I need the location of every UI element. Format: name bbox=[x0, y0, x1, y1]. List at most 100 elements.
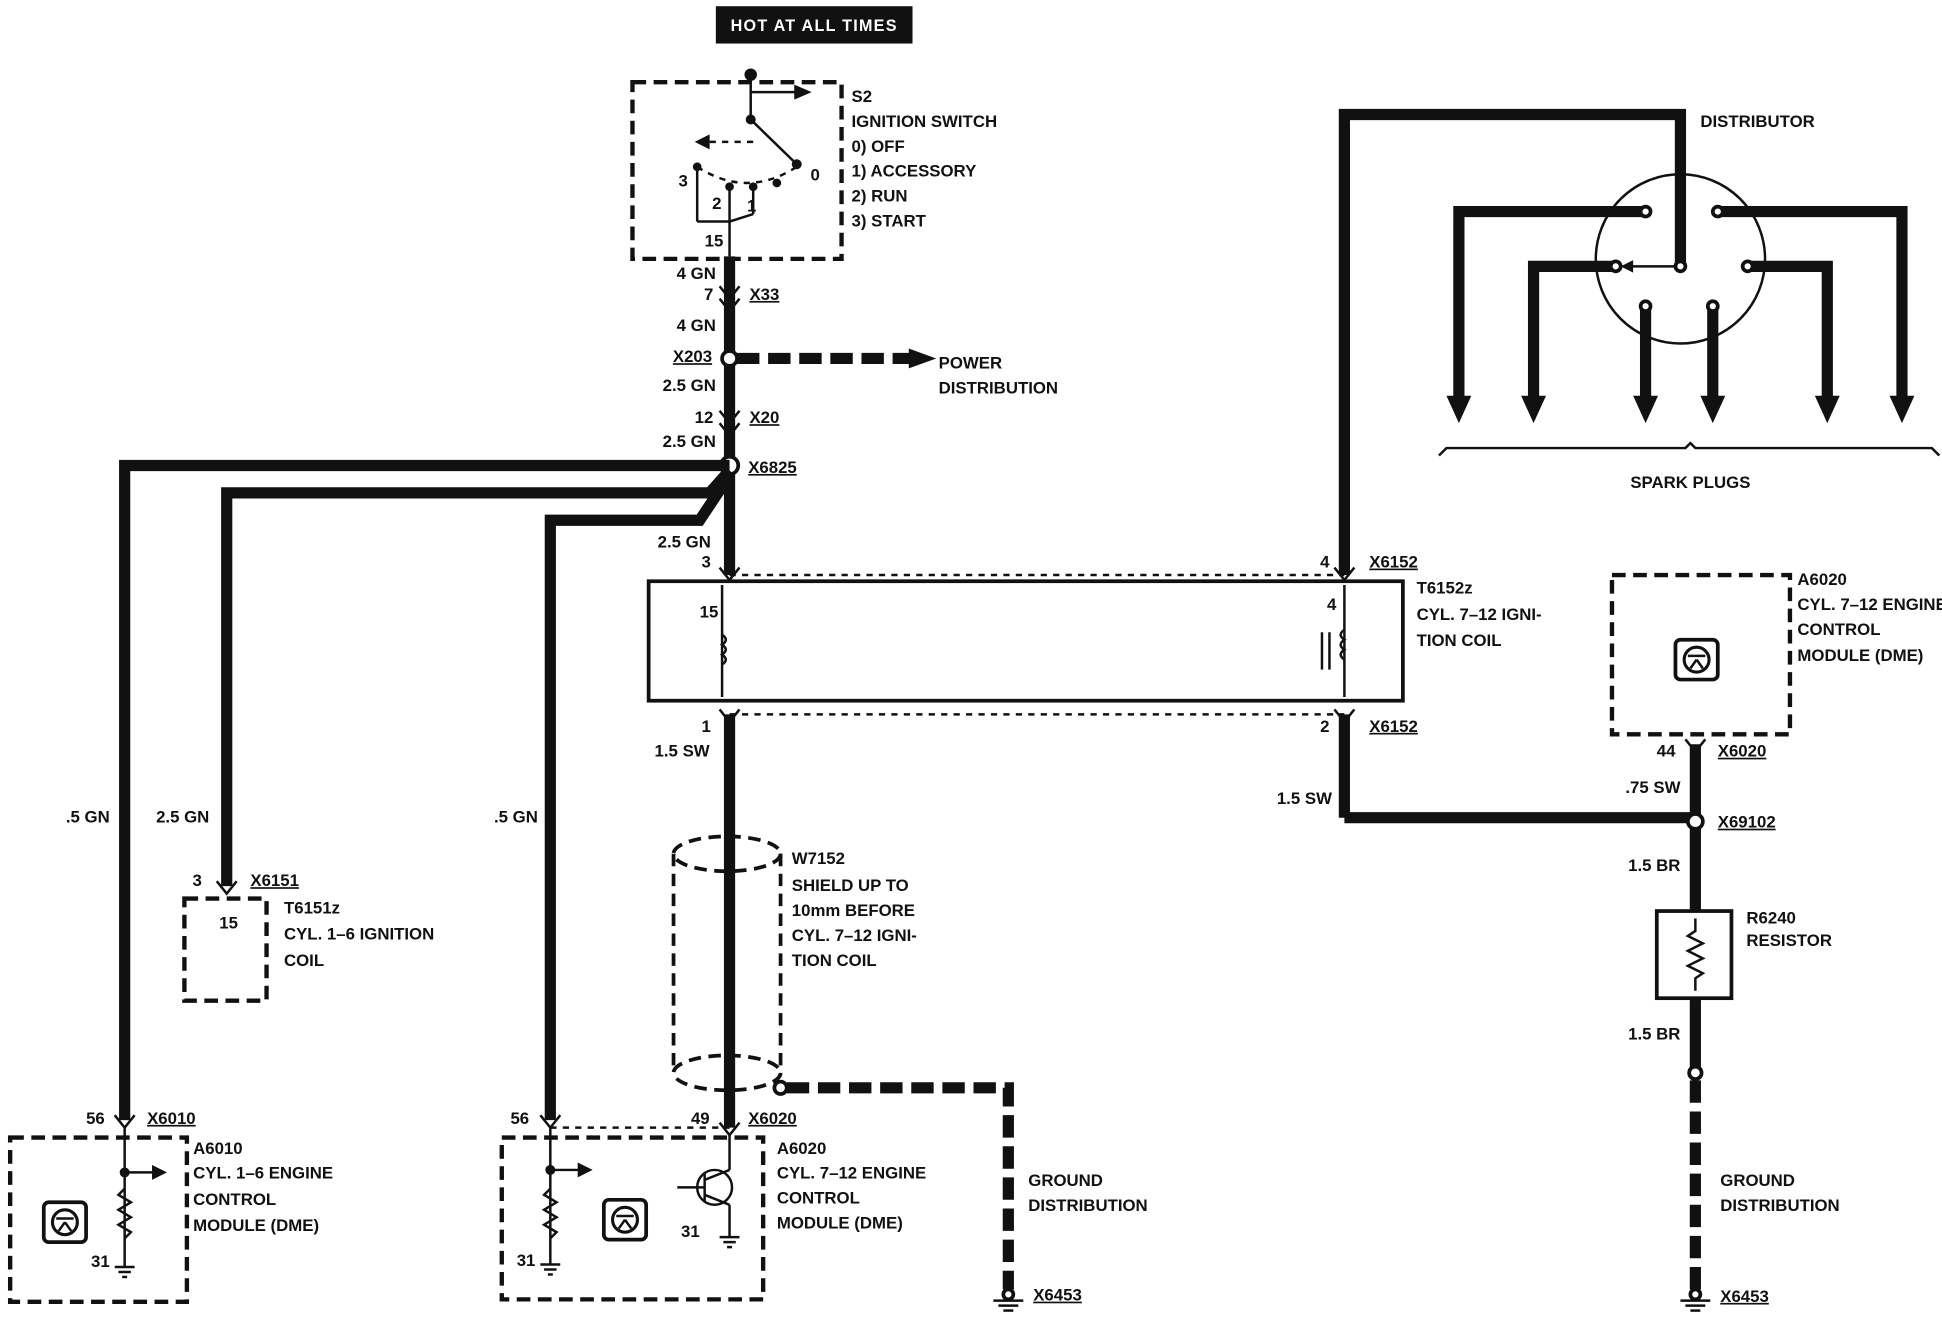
connector-x33: X33 bbox=[749, 285, 779, 304]
connector-x6010: X6010 bbox=[147, 1109, 196, 1128]
coil-1-6-name-1: CYL. 1–6 IGNITION bbox=[284, 925, 434, 944]
coil-7-12-pin-2: 2 bbox=[1320, 717, 1329, 736]
wire-25gn-left: 2.5 GN bbox=[156, 808, 209, 827]
header-text: HOT AT ALL TIMES bbox=[731, 17, 898, 35]
resistor-name: RESISTOR bbox=[1746, 931, 1832, 950]
switch-name: IGNITION SWITCH bbox=[852, 112, 998, 131]
coil-7-12-pin-15: 15 bbox=[700, 602, 719, 621]
header-badge: HOT AT ALL TIMES bbox=[715, 6, 913, 44]
wire-4gn-mid: 4 GN bbox=[677, 316, 716, 335]
power-distribution-label-2: DISTRIBUTION bbox=[939, 378, 1058, 397]
coil-1-6-name-2: COIL bbox=[284, 951, 324, 970]
connector-x20: X20 bbox=[749, 408, 779, 427]
shield-text-4: TION COIL bbox=[792, 951, 877, 970]
switch-contact-3: 3 bbox=[679, 172, 688, 191]
dme-mid-name-3: MODULE (DME) bbox=[777, 1213, 903, 1232]
wire-05gn-left: .5 GN bbox=[66, 808, 110, 827]
coil-1-6 bbox=[182, 880, 269, 1003]
connector-x6020-mid: X6020 bbox=[748, 1109, 797, 1128]
dme-mid-pin-56: 56 bbox=[510, 1109, 529, 1128]
dme-left-name-2: CONTROL bbox=[193, 1190, 276, 1209]
dme-mid-ground-pin-left: 31 bbox=[517, 1251, 536, 1270]
switch-position-run: 2) RUN bbox=[852, 187, 908, 206]
coil-7-12-id: T6152z bbox=[1417, 579, 1473, 598]
wire-25gn-c: 2.5 GN bbox=[658, 533, 711, 552]
coil-7-12-pin-4-top: 4 bbox=[1320, 553, 1330, 572]
power-distribution-label-1: POWER bbox=[939, 353, 1002, 372]
wire-25gn-a: 2.5 GN bbox=[663, 376, 716, 395]
dme-left-pin-56: 56 bbox=[86, 1109, 105, 1128]
shield-id: W7152 bbox=[792, 849, 845, 868]
ground-distribution-mid-2: DISTRIBUTION bbox=[1028, 1196, 1147, 1215]
switch-contact-2: 2 bbox=[712, 194, 721, 213]
dme-mid-ground-pin-right: 31 bbox=[681, 1222, 700, 1241]
splice-x69102: X69102 bbox=[1718, 813, 1776, 832]
coil-7-12-name-1: CYL. 7–12 IGNI- bbox=[1417, 605, 1542, 624]
ground-distribution-right-1: GROUND bbox=[1720, 1171, 1795, 1190]
ground-distribution-mid-1: GROUND bbox=[1028, 1171, 1103, 1190]
dme-right-id: A6020 bbox=[1797, 570, 1847, 589]
wire-15sw-coil-left: 1.5 SW bbox=[655, 742, 710, 761]
wire-075sw: .75 SW bbox=[1625, 778, 1680, 797]
ground-symbol-mid bbox=[993, 1287, 1024, 1312]
distributor-label: DISTRIBUTOR bbox=[1700, 112, 1814, 131]
dme-mid-name-1: CYL. 7–12 ENGINE bbox=[777, 1164, 926, 1183]
wire-4gn-top: 4 GN bbox=[677, 264, 716, 283]
shield-text-2: 10mm BEFORE bbox=[792, 901, 915, 920]
connector-x6152-bottom: X6152 bbox=[1369, 717, 1418, 736]
dme-right-name-3: MODULE (DME) bbox=[1797, 646, 1923, 665]
coil-1-6-id: T6151z bbox=[284, 899, 340, 918]
switch-id: S2 bbox=[852, 87, 873, 106]
switch-position-start: 3) START bbox=[852, 212, 927, 231]
coil-7-12-pin-4-inner: 4 bbox=[1327, 595, 1337, 614]
wire-15sw-coil-right: 1.5 SW bbox=[1277, 789, 1332, 808]
dme-left-id: A6010 bbox=[193, 1139, 242, 1158]
dme-mid-id: A6020 bbox=[777, 1139, 827, 1158]
coil-1-6-pin-3: 3 bbox=[192, 871, 201, 890]
shield-text-1: SHIELD UP TO bbox=[792, 876, 909, 895]
shield-text-3: CYL. 7–12 IGNI- bbox=[792, 926, 917, 945]
dme-right-name-2: CONTROL bbox=[1797, 620, 1880, 639]
coil-to-distributor-wire bbox=[1338, 108, 1696, 824]
dme-right bbox=[1609, 572, 1793, 1292]
power-distribution-wire bbox=[737, 348, 937, 369]
switch-terminal-15: 15 bbox=[705, 231, 724, 250]
ignition-switch: 3 2 1 0 15 bbox=[630, 68, 844, 262]
ground-connector-right: X6453 bbox=[1720, 1287, 1769, 1306]
wire-25gn-b: 2.5 GN bbox=[663, 432, 716, 451]
coil-7-12-name-2: TION COIL bbox=[1417, 631, 1502, 650]
pin-7: 7 bbox=[704, 285, 713, 304]
branch-wires-left bbox=[119, 459, 735, 1121]
spark-plugs-label: SPARK PLUGS bbox=[1630, 473, 1750, 492]
splice-x6825: X6825 bbox=[748, 458, 797, 477]
switch-position-off: 0) OFF bbox=[852, 137, 905, 156]
wire-15br-bottom: 1.5 BR bbox=[1628, 1024, 1680, 1043]
dme-mid-name-2: CONTROL bbox=[777, 1189, 860, 1208]
dme-mid bbox=[499, 1114, 766, 1302]
ground-distribution-right-2: DISTRIBUTION bbox=[1720, 1196, 1839, 1215]
ground-symbol-right bbox=[1680, 1287, 1711, 1312]
splice-x203: X203 bbox=[673, 347, 712, 366]
wire-15br-top: 1.5 BR bbox=[1628, 856, 1680, 875]
switch-contact-1: 1 bbox=[747, 197, 756, 216]
dme-left bbox=[7, 1114, 190, 1305]
pin-12: 12 bbox=[695, 408, 714, 427]
dme-left-name-3: MODULE (DME) bbox=[193, 1216, 319, 1235]
switch-contact-0: 0 bbox=[810, 165, 819, 184]
switch-position-accessory: 1) ACCESSORY bbox=[852, 162, 977, 181]
dme-left-name-1: CYL. 1–6 ENGINE bbox=[193, 1164, 333, 1183]
pin-3: 3 bbox=[702, 553, 711, 572]
coil-1-6-pin-15: 15 bbox=[219, 913, 238, 932]
shield-w7152 bbox=[671, 714, 1014, 1290]
resistor-id: R6240 bbox=[1746, 909, 1796, 928]
distributor bbox=[1438, 173, 1941, 457]
dme-right-pin-44: 44 bbox=[1657, 742, 1676, 761]
dme-right-name-1: CYL. 7–12 ENGINE bbox=[1797, 595, 1942, 614]
dme-mid-pin-49: 49 bbox=[691, 1109, 710, 1128]
main-trunk-wire bbox=[718, 256, 741, 576]
dme-left-ground-pin: 31 bbox=[91, 1252, 110, 1271]
connector-x6020-right: X6020 bbox=[1718, 742, 1767, 761]
connector-x6152-top: X6152 bbox=[1369, 553, 1418, 572]
coil-7-12 bbox=[646, 566, 1405, 724]
